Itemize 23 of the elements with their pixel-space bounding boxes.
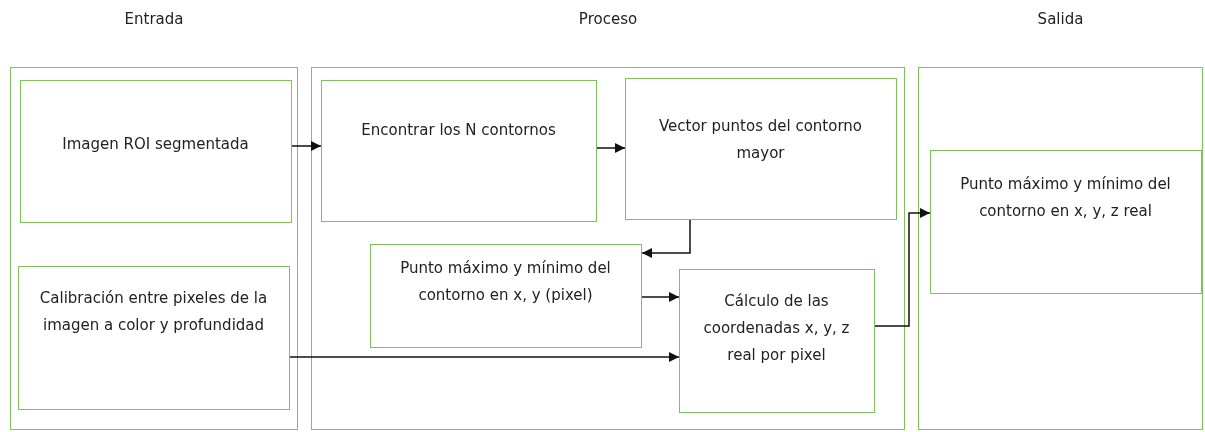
process-box	[929, 149, 1202, 294]
box-text: Calibración entre pixeles de la imagen a color y profundidad	[38, 287, 269, 336]
process-box	[624, 77, 897, 220]
process-box	[17, 265, 290, 410]
box-text: Punto máximo y mínimo del contorno en x, y, z real	[959, 173, 1172, 222]
box-text: Encontrar los N contornos	[360, 119, 557, 141]
arrow	[291, 141, 322, 151]
process-box	[678, 268, 875, 413]
column-heading: Proceso	[577, 10, 639, 28]
process-box	[19, 79, 292, 223]
arrow	[641, 292, 680, 302]
arrow	[641, 219, 691, 258]
process-box	[320, 79, 597, 222]
column-heading: Salida	[1036, 10, 1085, 28]
arrow	[596, 143, 626, 153]
box-text: Imagen ROI segmentada	[61, 133, 250, 155]
arrow	[874, 208, 931, 327]
process-box	[369, 243, 642, 348]
box-text: Cálculo de las coordenadas x, y, z real por pixel	[702, 290, 851, 366]
box-text: Vector puntos del contorno mayor	[658, 115, 863, 164]
box-text: Punto máximo y mínimo del contorno en x, y (pixel)	[399, 257, 612, 306]
column-heading: Entrada	[123, 10, 185, 28]
arrow	[289, 352, 680, 362]
